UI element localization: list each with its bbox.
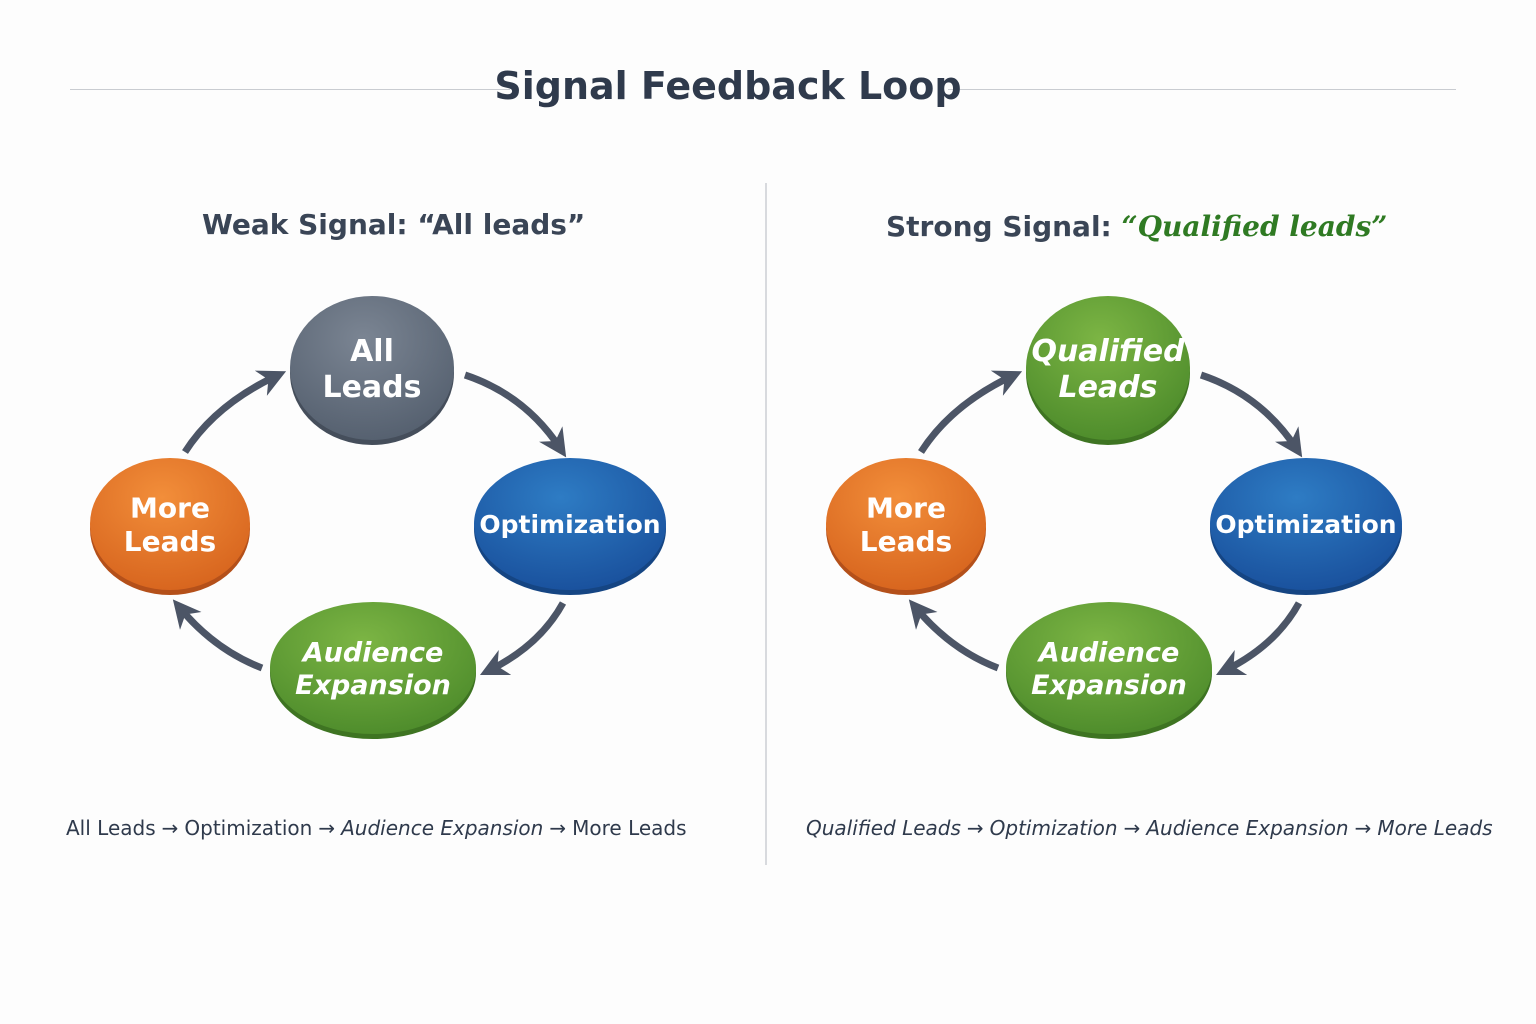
flow-step: All Leads	[66, 816, 156, 840]
node-optimization: Optimization	[474, 458, 666, 595]
arrow-right-to-bottom-icon	[1215, 601, 1303, 676]
heading-quote: “All leads”	[417, 208, 586, 241]
flow-step: Audience Expansion	[341, 816, 544, 840]
page-title: Signal Feedback Loop	[494, 64, 962, 108]
heading-label: Strong Signal:	[886, 210, 1122, 243]
strong-signal-heading: Strong Signal: “Qualified leads”	[886, 210, 1387, 243]
node-label: Audience	[301, 638, 444, 669]
weak-signal-loop: AllLeadsOptimizationAudienceExpansionMor…	[90, 296, 666, 739]
flow-step: More Leads	[572, 816, 687, 840]
flow-arrow-icon: →	[966, 816, 984, 840]
node-label: Qualified	[1031, 334, 1185, 369]
node-label: Audience	[1037, 638, 1180, 669]
node-label: More	[130, 491, 210, 524]
flow-step: Optimization	[989, 816, 1118, 840]
arrow-left-to-top-icon	[182, 370, 287, 454]
node-shape	[1006, 602, 1212, 734]
node-label: Optimization	[479, 510, 660, 539]
node-shape	[290, 296, 454, 440]
node-shape	[90, 458, 250, 590]
flow-arrow-icon: →	[1354, 816, 1372, 840]
arrow-right-to-bottom-icon	[479, 601, 567, 676]
node-label: Expansion	[1031, 670, 1187, 701]
node-shape	[826, 458, 986, 590]
panel-divider	[765, 183, 767, 865]
heading-label: Weak Signal:	[202, 208, 418, 241]
node-label: All	[350, 334, 394, 369]
title-rule-right	[948, 89, 1456, 90]
flow-step: More Leads	[1377, 816, 1493, 840]
node-optimization: Optimization	[1210, 458, 1402, 595]
node-shape	[474, 458, 666, 590]
flow-arrow-icon: →	[318, 816, 336, 840]
weak-signal-flow: All Leads→Optimization→Audience Expansio…	[66, 816, 687, 840]
arrow-bottom-to-left-icon	[908, 599, 1000, 672]
node-shape	[1026, 296, 1190, 440]
flow-step: Optimization	[184, 816, 313, 840]
node-shape	[1210, 458, 1402, 590]
node-shape	[270, 602, 476, 734]
node-label: Optimization	[1215, 510, 1396, 539]
node-label: Leads	[1058, 370, 1157, 405]
node-label: Leads	[124, 525, 216, 558]
arrow-bottom-to-left-icon	[172, 599, 264, 672]
arrow-top-to-right-icon	[1199, 371, 1303, 458]
flow-step: Audience Expansion	[1146, 816, 1349, 840]
node-label: Leads	[860, 525, 952, 558]
heading-quote: “Qualified leads”	[1121, 210, 1388, 243]
node-label: Expansion	[295, 670, 451, 701]
flow-arrow-icon: →	[549, 816, 567, 840]
arrow-left-to-top-icon	[918, 370, 1023, 454]
flow-step: Qualified Leads	[806, 816, 961, 840]
flow-arrow-icon: →	[1123, 816, 1141, 840]
node-label: More	[866, 491, 946, 524]
flow-arrow-icon: →	[161, 816, 179, 840]
strong-signal-flow: Qualified Leads→Optimization→Audience Ex…	[806, 816, 1493, 840]
weak-signal-heading: Weak Signal: “All leads”	[202, 208, 585, 241]
title-rule-left	[70, 89, 510, 90]
strong-signal-loop: QualifiedLeadsOptimizationAudienceExpans…	[826, 296, 1402, 739]
arrow-top-to-right-icon	[463, 371, 567, 458]
node-label: Leads	[322, 370, 421, 405]
